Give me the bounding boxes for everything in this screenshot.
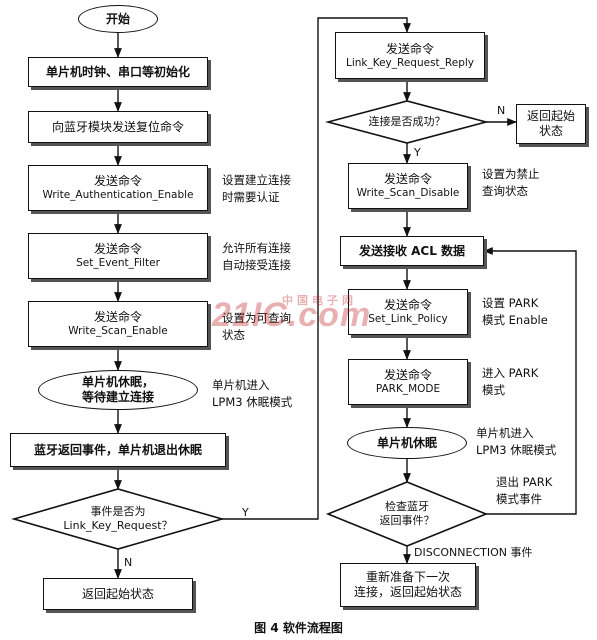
note-sleep2: 单片机进入 LPM3 休眠模式 xyxy=(476,426,557,457)
label-no-main: N xyxy=(124,556,133,569)
decision-diamond-check-event xyxy=(325,481,489,547)
acl-label: 发送接收 ACL 数据 xyxy=(358,243,466,258)
check-event-line2: 返回事件？ xyxy=(379,514,435,527)
conn-ok-label: 连接是否成功？ xyxy=(368,115,446,128)
note-write-scan: 设置为可查询 状态 xyxy=(222,311,291,342)
conn-ok-text: 连接是否成功？ xyxy=(350,112,464,132)
sleep1-line1: 单片机休眠， xyxy=(81,375,154,389)
set-event-step: 发送命令 Set_Event_Filter xyxy=(28,233,208,279)
scan-disable-line2: Write_Scan_Disable xyxy=(356,187,460,199)
park-step: 发送命令 PARK_MODE xyxy=(348,359,468,405)
return2-step: 返回起始 状态 xyxy=(516,104,586,144)
wake-label: 蓝牙返回事件，单片机退出休眠 xyxy=(33,442,202,457)
check-link-key-text: 事件是否为 Link_Key_Request？ xyxy=(40,497,196,541)
set-event-line1: 发送命令 xyxy=(93,242,142,256)
link-policy-line1: 发送命令 xyxy=(383,298,432,312)
link-policy-step: 发送命令 Set_Link_Policy xyxy=(348,289,468,335)
reprepare-line2: 连接，返回起始状态 xyxy=(353,585,462,599)
init-label: 单片机时钟、串口等初始化 xyxy=(45,64,190,79)
start-label: 开始 xyxy=(105,11,130,26)
note-write-auth: 设置建立连接 时需要认证 xyxy=(222,173,291,204)
label-yes-main: Y xyxy=(242,506,249,519)
note-sleep1: 单片机进入 LPM3 休眠模式 xyxy=(212,378,293,409)
sleep2-terminal: 单片机休眠 xyxy=(347,427,467,459)
return2-line2: 状态 xyxy=(538,124,563,138)
reset-step: 向蓝牙模块发送复位命令 xyxy=(28,111,208,143)
watermark-logo: 21IC.com 中国电子网 xyxy=(212,295,372,335)
arrow-loop-to-acl xyxy=(483,247,577,515)
check-link-key-line1: 事件是否为 xyxy=(90,505,146,518)
reply-step: 发送命令 Link_Key_Request_Reply xyxy=(335,32,485,79)
label-no-conn: N xyxy=(497,104,506,117)
reset-label: 向蓝牙模块发送复位命令 xyxy=(51,119,184,134)
write-scan-step: 发送命令 Write_Scan_Enable xyxy=(28,301,208,347)
watermark-cn: 中国电子网 xyxy=(282,295,357,307)
acl-step: 发送接收 ACL 数据 xyxy=(340,236,484,266)
sleep1-line2: 等待建立连接 xyxy=(81,390,154,404)
figure-caption: 图 4 软件流程图 xyxy=(254,621,343,635)
write-auth-line1: 发送命令 xyxy=(93,174,142,188)
reprepare-step: 重新准备下一次 连接，返回起始状态 xyxy=(340,563,476,607)
write-scan-line2: Write_Scan_Enable xyxy=(68,325,168,337)
note-park: 进入 PARK 模式 xyxy=(482,366,539,397)
scan-disable-line1: 发送命令 xyxy=(383,172,432,186)
label-yes-conn: Y xyxy=(414,146,421,159)
return1-label: 返回起始状态 xyxy=(81,586,154,601)
write-auth-step: 发送命令 Write_Authentication_Enable xyxy=(28,165,208,211)
decision-diamond-conn-ok xyxy=(324,100,490,144)
sleep2-label: 单片机休眠 xyxy=(376,435,437,450)
scan-disable-step: 发送命令 Write_Scan_Disable xyxy=(348,163,468,209)
reply-line2: Link_Key_Request_Reply xyxy=(345,56,475,69)
reply-line1: 发送命令 xyxy=(385,41,434,56)
write-scan-line1: 发送命令 xyxy=(93,310,142,324)
note-scan-disable: 设置为禁止 查询状态 xyxy=(482,167,540,198)
link-policy-line2: Set_Link_Policy xyxy=(368,313,448,325)
park-line2: PARK_MODE xyxy=(375,383,441,395)
watermark-main: 21IC.com xyxy=(212,296,372,334)
set-event-line2: Set_Event_Filter xyxy=(76,257,160,269)
start-terminal: 开始 xyxy=(78,5,158,33)
note-exit-park: 退出 PARK 模式事件 xyxy=(496,475,553,506)
arrow-yes-to-reply xyxy=(222,17,411,520)
check-link-key-line2: Link_Key_Request？ xyxy=(63,519,173,532)
reprepare-line1: 重新准备下一次 xyxy=(365,570,450,584)
check-event-line1: 检查蓝牙 xyxy=(385,500,429,513)
return2-line1: 返回起始 xyxy=(526,109,575,123)
wake-step: 蓝牙返回事件，单片机退出休眠 xyxy=(10,433,226,467)
note-set-event: 允许所有连接 自动接受连接 xyxy=(222,241,291,272)
init-step: 单片机时钟、串口等初始化 xyxy=(28,57,208,87)
decision-diamond-link-key xyxy=(11,488,225,550)
check-event-text: 检查蓝牙 返回事件？ xyxy=(360,494,454,534)
label-disconnection: DISCONNECTION 事件 xyxy=(414,546,533,559)
sleep1-terminal: 单片机休眠， 等待建立连接 xyxy=(38,370,198,410)
write-auth-line2: Write_Authentication_Enable xyxy=(42,189,194,201)
park-line1: 发送命令 xyxy=(383,368,432,382)
return1-step: 返回起始状态 xyxy=(43,578,193,610)
note-link-policy: 设置 PARK 模式 Enable xyxy=(482,296,548,327)
